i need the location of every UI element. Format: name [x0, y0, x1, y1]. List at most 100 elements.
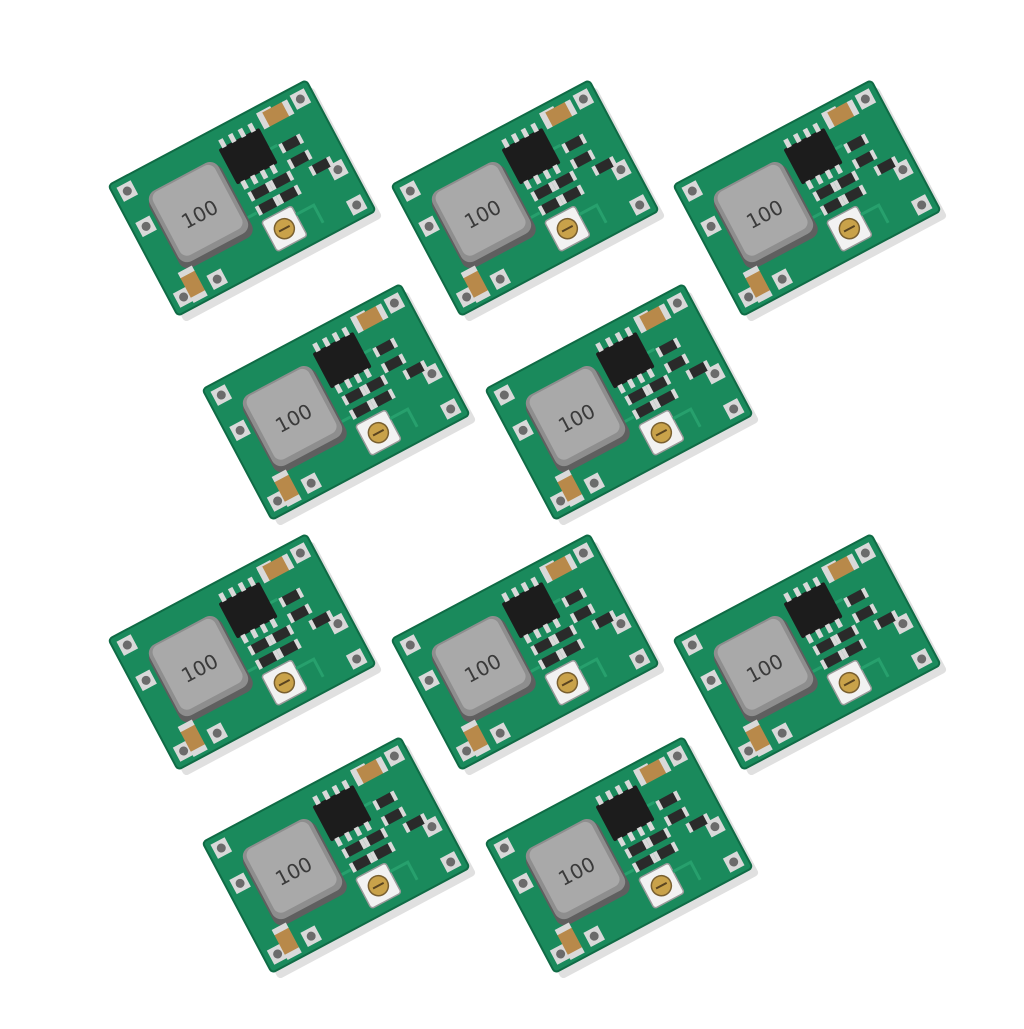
- resistor: [365, 828, 386, 847]
- resistor-end: [275, 647, 285, 659]
- capacitor: [557, 926, 583, 956]
- resistor-end: [419, 359, 429, 371]
- resistor-end: [649, 399, 658, 411]
- resistor-end: [247, 645, 256, 656]
- resistor-end: [558, 647, 568, 659]
- resistor-end: [254, 659, 263, 670]
- via-hole: [729, 404, 739, 414]
- resistor: [310, 157, 332, 175]
- resistor: [404, 814, 426, 832]
- via-hole: [578, 94, 588, 104]
- resistor-end: [641, 838, 651, 850]
- resistor: [655, 842, 677, 861]
- resistor-end: [537, 659, 546, 670]
- resistor-end: [380, 815, 389, 827]
- resistor: [249, 183, 271, 201]
- resistor-end: [663, 815, 672, 827]
- ic-pin: [552, 164, 562, 175]
- inductor-top: [246, 821, 337, 913]
- ic-pin: [624, 779, 633, 790]
- ic-pin: [341, 326, 350, 337]
- inductor-top: [435, 164, 526, 256]
- resistor-end: [293, 184, 302, 196]
- capacitor-end: [473, 290, 491, 303]
- via-hole: [306, 931, 316, 941]
- trimmer-slot: [843, 679, 856, 687]
- capacitor-end: [755, 744, 773, 757]
- ic-pin: [646, 368, 656, 379]
- resistor-end: [649, 852, 658, 864]
- resistor-end: [851, 624, 860, 636]
- resistor-end: [389, 337, 399, 349]
- ic-pin: [510, 132, 520, 144]
- via-hole: [235, 878, 245, 888]
- via-hole: [672, 298, 682, 308]
- resistor-end: [369, 397, 379, 409]
- ic-pin: [614, 331, 624, 343]
- resistor-end: [608, 609, 618, 621]
- resistor-end: [591, 619, 600, 631]
- capacitor: [180, 269, 206, 299]
- pcb-board: [108, 80, 376, 316]
- capacitor: [544, 101, 574, 127]
- resistor-end: [837, 195, 846, 207]
- inductor-top: [435, 618, 526, 710]
- resistor: [372, 389, 394, 408]
- ic-pin: [363, 821, 373, 832]
- resistor-end: [655, 799, 664, 811]
- via-hole: [499, 843, 509, 853]
- resistor-end: [851, 170, 860, 182]
- ic-pin: [353, 373, 363, 384]
- capacitor-end: [281, 99, 295, 117]
- resistor: [875, 611, 897, 629]
- ic-pin: [247, 122, 256, 133]
- capacitor: [274, 926, 300, 956]
- resistor-end: [286, 612, 295, 624]
- resistor: [666, 807, 687, 826]
- capacitor: [463, 723, 489, 753]
- resistor-end: [530, 191, 539, 202]
- resistor-end: [663, 827, 672, 839]
- capacitor-end: [564, 553, 578, 571]
- ic-pin: [552, 618, 562, 629]
- resistor: [843, 185, 865, 204]
- via-hole: [777, 728, 787, 738]
- resistor-end: [348, 862, 357, 873]
- resistor: [365, 375, 386, 394]
- capacitor: [355, 758, 385, 784]
- resistor-end: [663, 374, 672, 386]
- capacitor-end: [658, 303, 672, 321]
- resistor-end: [829, 635, 839, 647]
- ic-pin: [646, 821, 656, 832]
- resistor: [271, 171, 292, 190]
- capacitor-end: [256, 566, 270, 584]
- capacitor-end: [460, 719, 478, 733]
- resistor: [854, 150, 875, 169]
- ic-pin: [334, 836, 343, 847]
- capacitor-end: [375, 303, 389, 321]
- resistor: [822, 197, 843, 215]
- via-hole: [122, 186, 132, 196]
- capacitor: [745, 269, 771, 299]
- pcb-trace: [341, 800, 419, 881]
- capacitor-end: [755, 290, 773, 303]
- resistor: [687, 814, 709, 832]
- ic-pin: [542, 169, 552, 180]
- via-hole: [556, 949, 566, 959]
- resistor: [666, 354, 687, 373]
- resistor-end: [275, 193, 285, 205]
- ic-pin: [249, 174, 259, 185]
- via-hole: [616, 619, 626, 629]
- pcb-trace: [341, 347, 419, 428]
- capacitor: [557, 473, 583, 503]
- ic-pin: [802, 127, 812, 139]
- pcb-trace: [530, 597, 608, 678]
- converter-module: 100: [391, 80, 665, 322]
- ic-pin: [523, 633, 532, 644]
- via-hole: [235, 425, 245, 435]
- via-hole: [687, 640, 697, 650]
- resistor: [836, 171, 857, 190]
- resistor-end: [547, 635, 557, 647]
- converter-module: 100: [108, 534, 382, 776]
- resistor-end: [890, 155, 900, 167]
